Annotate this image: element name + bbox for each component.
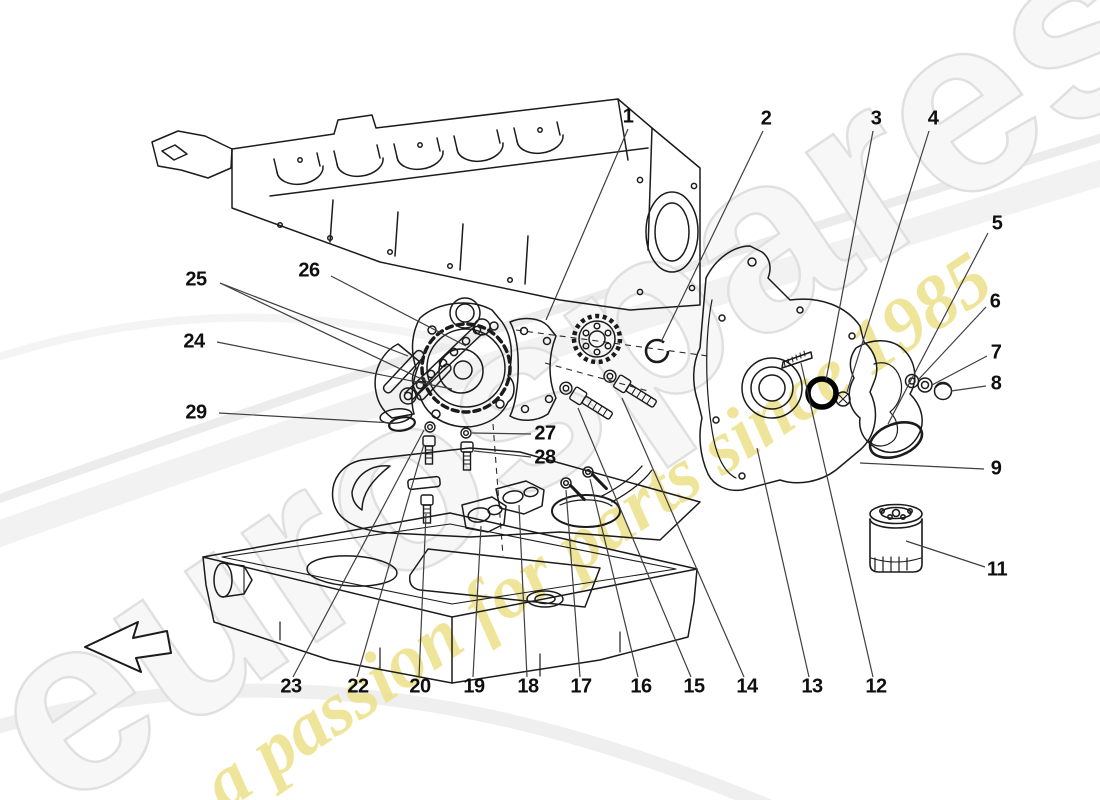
leader-line-6 xyxy=(918,306,987,380)
leader-line-9 xyxy=(859,462,985,470)
engine-block-drawing xyxy=(151,98,701,311)
pickup-gasket-drawing xyxy=(868,421,924,459)
pump-cover-plate-drawing xyxy=(509,317,557,421)
leader-line-25 xyxy=(219,282,433,385)
leader-line-7 xyxy=(931,355,988,386)
background-swoosh xyxy=(0,133,1100,800)
leader-line-15 xyxy=(577,407,692,678)
leader-line-18 xyxy=(518,504,528,678)
leader-line-29 xyxy=(218,412,394,424)
leader-lines xyxy=(216,128,989,678)
leader-line-22 xyxy=(356,443,425,678)
leader-line-11 xyxy=(905,540,986,568)
snap-ring-drawing xyxy=(644,338,670,364)
drive-sprocket-drawing xyxy=(571,313,623,365)
leader-line-8 xyxy=(950,385,987,392)
leader-line-3 xyxy=(825,130,874,381)
oil-filter-drawing xyxy=(869,503,923,573)
gerotor-teeth xyxy=(420,322,512,414)
leader-line-5 xyxy=(887,232,989,425)
direction-arrow-icon xyxy=(84,621,172,673)
pump-o-ring-drawing xyxy=(388,416,416,432)
leader-line-17 xyxy=(565,489,581,678)
leader-line-20 xyxy=(418,513,427,678)
leader-line-12 xyxy=(800,362,874,678)
leader-line-23 xyxy=(292,429,425,678)
leader-line-24 xyxy=(216,341,453,390)
windage-tray-drawing xyxy=(331,447,701,541)
leader-line-14 xyxy=(621,397,745,678)
leader-line-19 xyxy=(472,525,482,678)
leader-line-25 xyxy=(219,282,409,357)
drain-plug-drawing xyxy=(213,562,253,598)
leader-line-26 xyxy=(330,275,467,347)
flange-bolts-drawing xyxy=(559,369,657,420)
leader-line-13 xyxy=(756,447,810,678)
leader-line-2 xyxy=(660,130,764,343)
leader-line-16 xyxy=(589,478,639,678)
dome-plug-drawing xyxy=(933,381,953,401)
oil-pump-drawing xyxy=(374,297,557,428)
leader-line-4 xyxy=(846,130,930,393)
leader-line-28 xyxy=(473,450,532,458)
leader-line-1 xyxy=(545,128,629,321)
pump-bolts-drawing xyxy=(388,416,474,524)
leader-line-27 xyxy=(471,432,532,435)
